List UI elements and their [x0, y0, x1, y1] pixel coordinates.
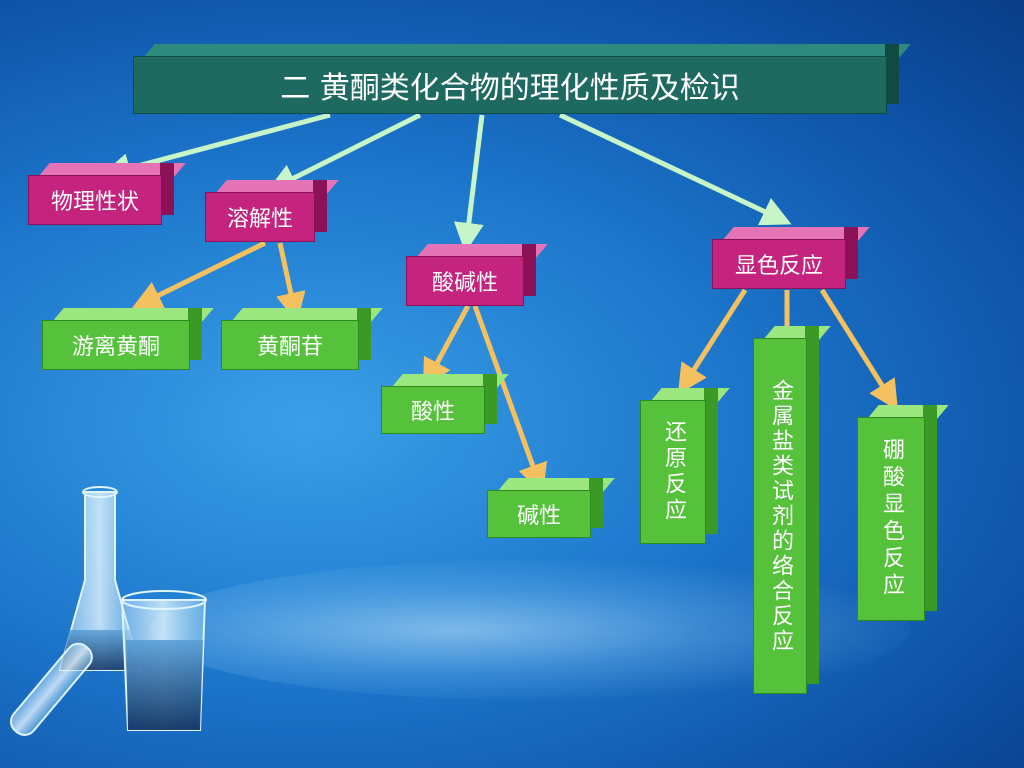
test-tube-icon	[10, 642, 93, 736]
node-color-reaction-label: 显色反应	[712, 239, 846, 289]
arrow-color-to-boric	[819, 288, 898, 411]
laboratory-glassware-illustration	[10, 486, 207, 736]
arrow-title-to-acid-base	[453, 114, 485, 253]
page-title: 二 黄酮类化合物的理化性质及检识	[133, 56, 887, 114]
title-box: 二 黄酮类化合物的理化性质及检识	[133, 44, 911, 114]
node-free-flavone-label: 游离黄酮	[42, 320, 190, 370]
arrow-solubility-to-free	[131, 240, 267, 309]
node-physical: 物理性状	[28, 163, 186, 225]
node-boric-acid: 硼酸显色反应	[857, 405, 949, 621]
node-free-flavone: 游离黄酮	[42, 308, 214, 370]
node-solubility-label: 溶解性	[205, 192, 315, 242]
node-reduction-label: 还原反应	[640, 400, 706, 544]
node-basic-label: 碱性	[487, 490, 591, 538]
node-acid-base-label: 酸碱性	[406, 256, 524, 306]
node-physical-label: 物理性状	[28, 175, 162, 225]
arrow-acidbase-to-basic	[472, 305, 547, 495]
node-metal-salt-label: 金属盐类试剂的络合反应	[753, 338, 807, 694]
arrow-title-to-physical	[100, 112, 331, 183]
node-acidic-label: 酸性	[381, 386, 485, 434]
node-flavone-glycoside-label: 黄酮苷	[221, 320, 359, 370]
node-metal-salt: 金属盐类试剂的络合反应	[753, 326, 831, 694]
node-acidic: 酸性	[381, 374, 509, 434]
node-basic: 碱性	[487, 478, 615, 538]
arrow-acidbase-to-acidic	[422, 304, 471, 390]
arrow-title-to-solubility	[266, 112, 422, 192]
node-reduction: 还原反应	[640, 388, 730, 544]
node-acid-base: 酸碱性	[406, 244, 548, 306]
node-boric-acid-label: 硼酸显色反应	[857, 417, 925, 621]
node-flavone-glycoside: 黄酮苷	[221, 308, 383, 370]
arrow-color-to-reduction	[677, 288, 748, 395]
arrow-title-to-color	[558, 112, 792, 226]
node-solubility: 溶解性	[205, 180, 339, 242]
arrow-solubility-to-glycoside	[276, 242, 306, 323]
node-color-reaction: 显色反应	[712, 227, 870, 289]
